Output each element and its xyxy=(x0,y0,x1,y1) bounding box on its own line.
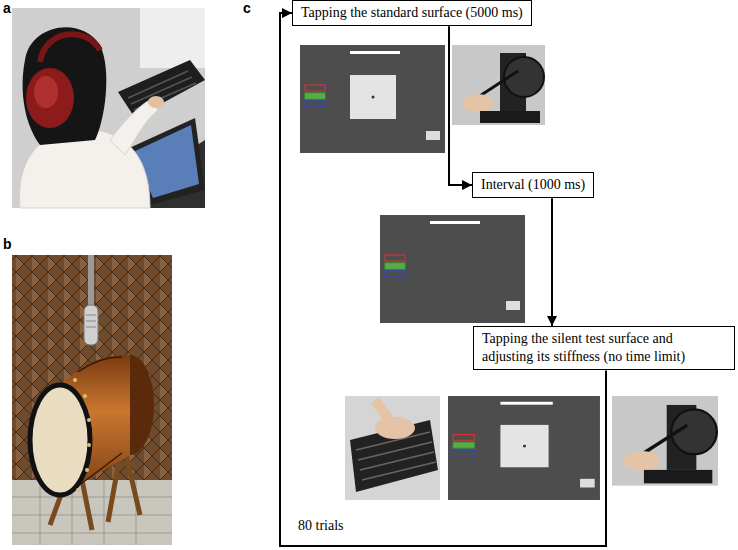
button-green xyxy=(385,263,405,269)
tack xyxy=(85,468,89,472)
step-text: Tapping the standard surface (5000 ms) xyxy=(301,4,523,22)
panel-letter: b xyxy=(3,236,12,252)
button-green xyxy=(305,93,325,99)
device-base xyxy=(644,470,712,483)
flow-arrow xyxy=(551,198,553,326)
drum-head xyxy=(30,385,90,495)
step-box: Interval (1000 ms) xyxy=(472,172,594,198)
screen-capture xyxy=(300,45,445,153)
wall xyxy=(140,8,205,68)
screen-capture xyxy=(380,215,525,323)
panel-letter: c xyxy=(243,0,251,16)
step-box: Tapping the silent test surface and adju… xyxy=(473,326,735,370)
photo-background xyxy=(612,396,718,486)
participant-photo xyxy=(12,8,205,208)
panel-letter: a xyxy=(3,0,11,16)
screen xyxy=(448,396,600,500)
drum-tacks xyxy=(73,378,91,492)
keyboard xyxy=(118,60,205,118)
keyboard-keys xyxy=(128,71,196,110)
floor xyxy=(12,480,172,545)
screen-capture xyxy=(448,396,600,500)
button-blue xyxy=(453,450,474,456)
flow-arrow xyxy=(280,13,606,546)
trial-count: 80 trials xyxy=(298,518,344,534)
hand xyxy=(462,94,494,112)
button-blue xyxy=(385,271,405,277)
screen xyxy=(300,45,445,153)
acoustic-foam xyxy=(12,255,172,545)
button-red xyxy=(453,435,474,441)
progress-bar xyxy=(430,221,480,224)
photo-background xyxy=(452,45,545,125)
headphone-band xyxy=(40,34,100,62)
tap-square xyxy=(500,425,548,467)
drum-photo xyxy=(12,255,172,545)
corner-button xyxy=(580,479,595,488)
device-photo xyxy=(452,45,545,125)
progress-bar xyxy=(500,402,552,405)
tack xyxy=(76,488,80,492)
fixation-dot xyxy=(372,96,375,99)
device-photo xyxy=(612,396,718,486)
headphone-cup xyxy=(26,68,74,128)
mic-grille xyxy=(86,315,96,327)
wrist xyxy=(375,400,392,424)
tap-square xyxy=(350,75,396,119)
fixation-dot xyxy=(523,445,526,448)
step-text: Tapping the silent test surface and adju… xyxy=(482,330,726,366)
keyboard-photo xyxy=(345,396,440,500)
flow-arrow xyxy=(449,26,472,185)
arm xyxy=(110,100,158,155)
hand xyxy=(623,451,659,471)
corner-button xyxy=(426,131,440,140)
floor-grid xyxy=(12,480,172,545)
tack xyxy=(87,418,91,422)
device-base xyxy=(480,111,540,123)
screen xyxy=(380,215,525,323)
photo-background xyxy=(345,396,440,500)
tack xyxy=(87,443,91,447)
keyboard-keys xyxy=(356,432,436,480)
step-box: Tapping the standard surface (5000 ms) xyxy=(292,0,532,26)
corner-button xyxy=(506,301,520,310)
microphone xyxy=(84,305,98,345)
button-red xyxy=(385,255,405,261)
photo-background xyxy=(12,8,205,208)
progress-bar xyxy=(350,51,400,54)
step-text: Interval (1000 ms) xyxy=(481,176,585,194)
headphone-highlight xyxy=(34,76,58,108)
mic-stand xyxy=(88,255,94,310)
hair xyxy=(23,27,107,145)
button-red xyxy=(305,85,325,91)
hand xyxy=(148,96,164,108)
tack xyxy=(83,394,87,398)
tack xyxy=(73,378,77,382)
button-green xyxy=(453,442,474,448)
button-blue xyxy=(305,101,325,107)
